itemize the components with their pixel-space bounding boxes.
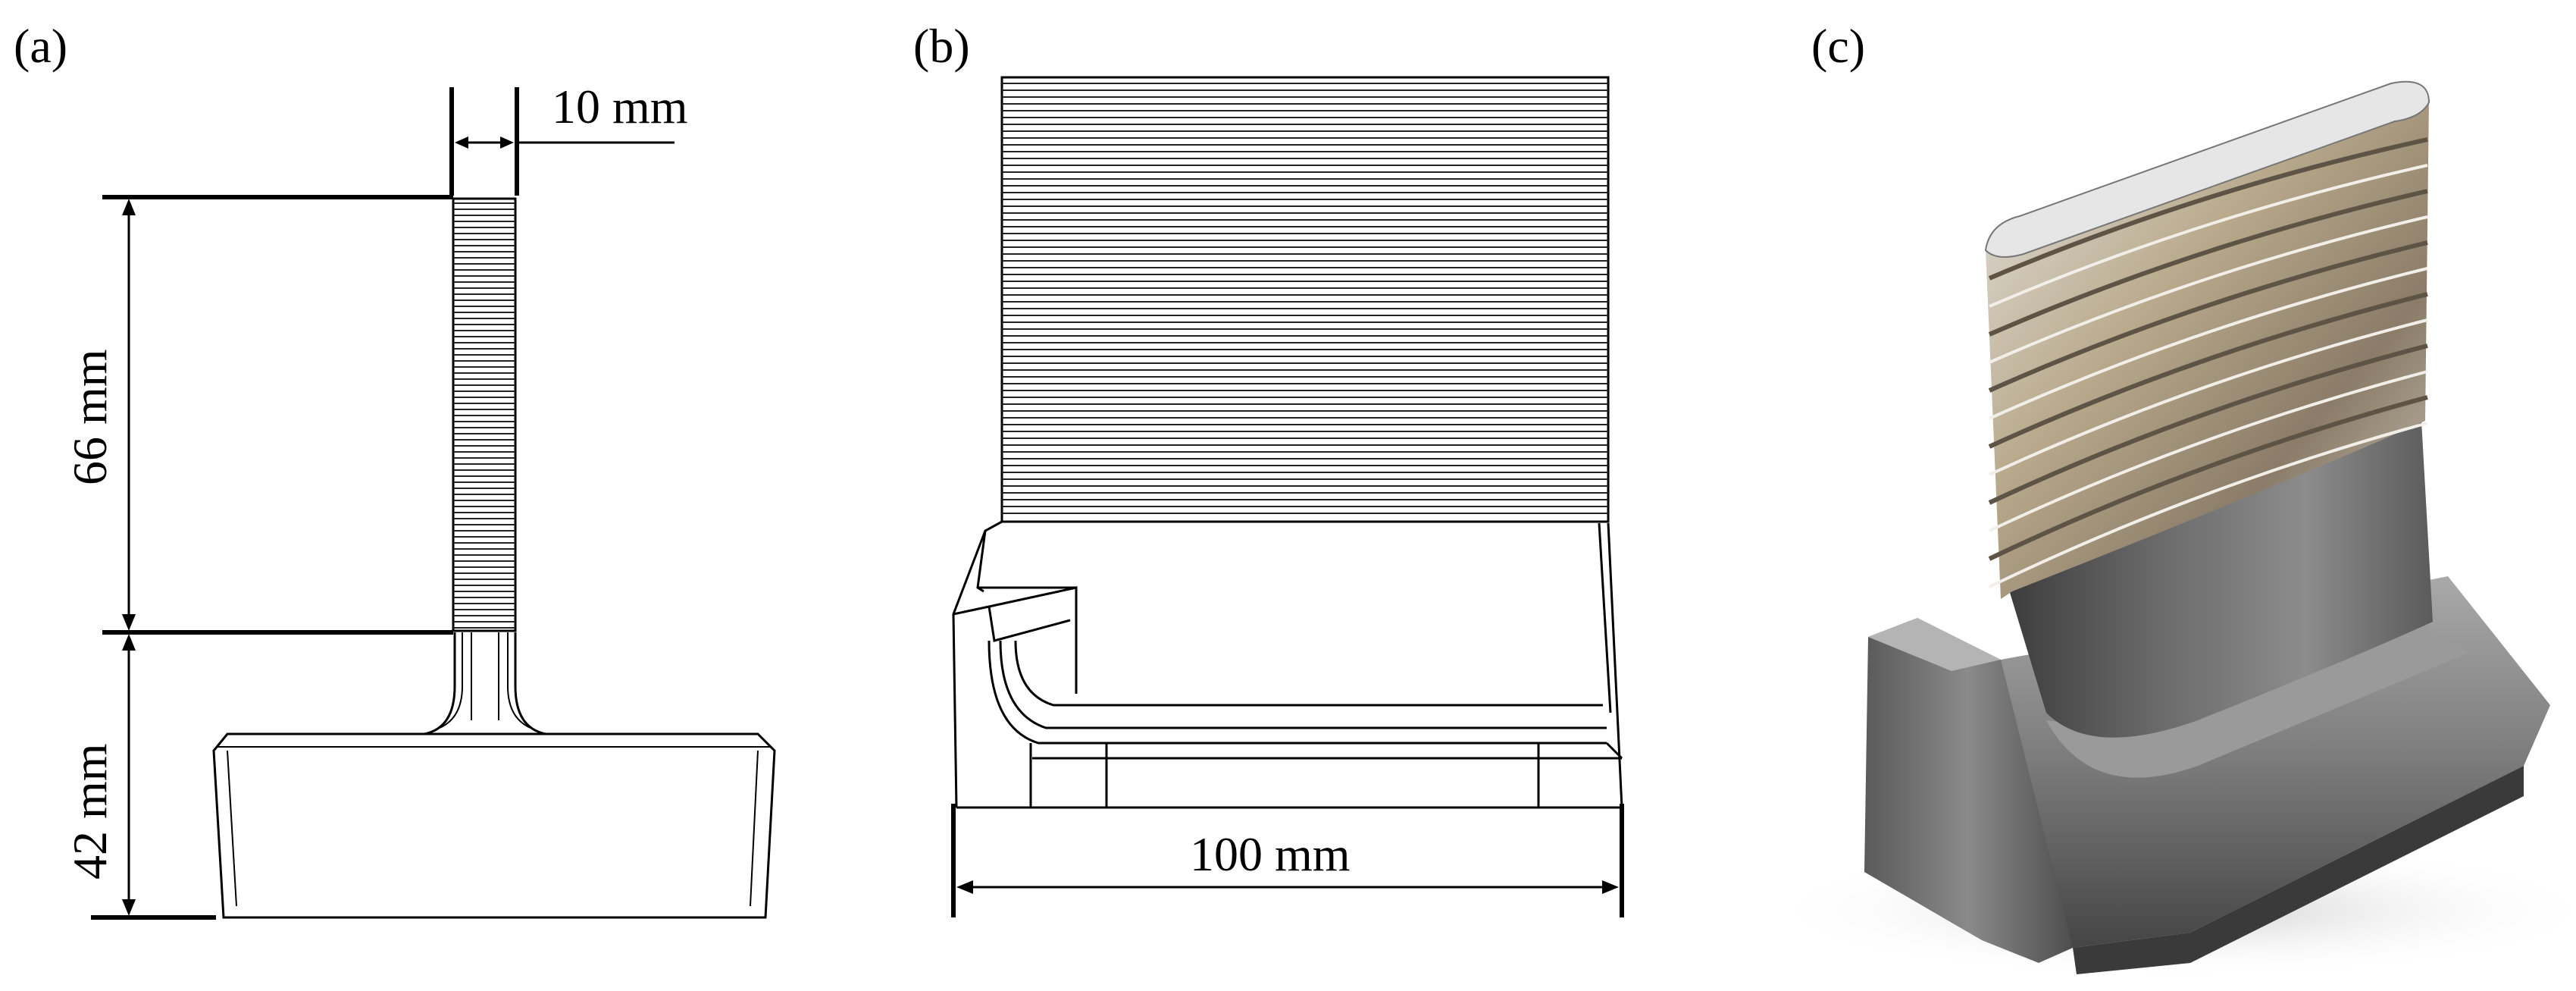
weld-bead <box>1988 189 2428 337</box>
length-arrowhead-right <box>1602 880 1619 894</box>
width-dimension-text: 10 mm <box>552 80 688 133</box>
weld-bead <box>1988 137 2428 281</box>
width-arrowhead-right <box>500 136 514 149</box>
upper-arrowhead-bottom <box>122 614 136 631</box>
panel-b-label: (b) <box>913 19 970 73</box>
weld-bead <box>1989 318 2428 476</box>
width-arrowhead-left <box>455 136 468 149</box>
panel-c-label: (c) <box>1811 19 1865 73</box>
lower-arrowhead-bottom <box>122 899 136 916</box>
weld-bead <box>1989 164 2428 308</box>
lower-height-text: 42 mm <box>63 743 117 880</box>
panel-b: (b) 100 mm <box>913 19 1624 917</box>
substrate-perspective <box>952 520 1623 809</box>
weld-bead <box>1989 267 2428 420</box>
weld-bead <box>1989 370 2428 532</box>
weld-bead <box>1988 343 2428 505</box>
weld-bead <box>1989 422 2428 588</box>
upper-arrowhead-top <box>122 199 136 215</box>
lower-arrowhead-top <box>122 634 136 651</box>
wall-front-view <box>1000 76 1610 523</box>
t-substrate <box>212 632 776 919</box>
printed-part-photo <box>1758 80 2576 978</box>
panel-c: (c) <box>1758 19 2576 978</box>
weld-layers <box>1988 137 2428 588</box>
weld-bead <box>1988 292 2428 449</box>
weld-bead <box>1988 240 2428 393</box>
length-arrowhead-left <box>956 880 973 894</box>
weld-bead <box>1989 215 2428 364</box>
upper-height-text: 66 mm <box>63 349 117 485</box>
wall-layers-front <box>1002 83 1608 514</box>
weld-bead <box>1988 395 2428 561</box>
panel-a-label: (a) <box>14 19 67 73</box>
length-dimension-text: 100 mm <box>1190 827 1351 881</box>
panel-a: (a) 10 mm 66 mm 42 mm <box>14 19 776 920</box>
wall-layers <box>453 202 515 629</box>
